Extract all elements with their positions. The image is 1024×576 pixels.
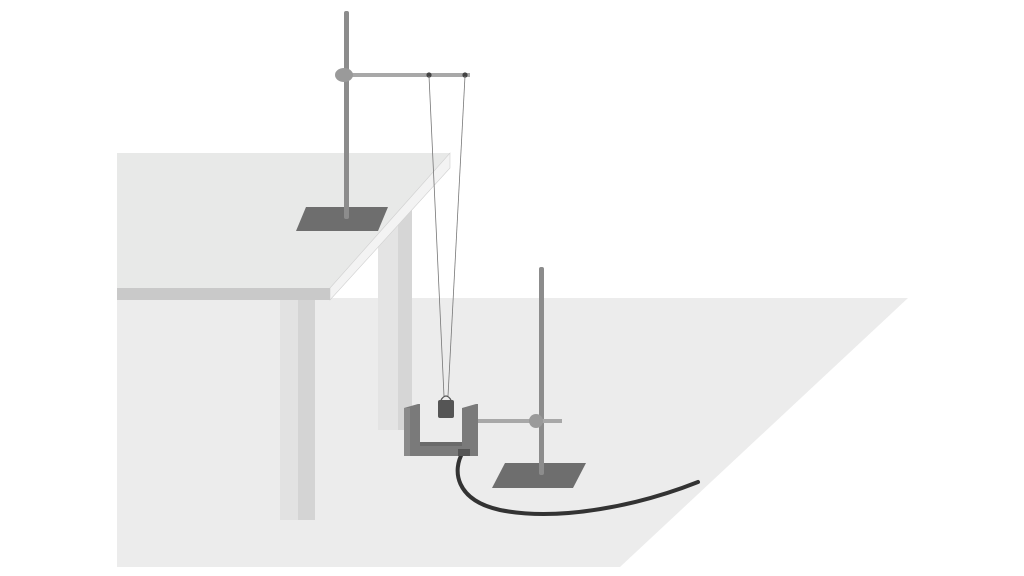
stand-base xyxy=(492,463,586,488)
clamp xyxy=(335,68,353,82)
string xyxy=(428,75,445,397)
cable xyxy=(455,450,700,516)
table xyxy=(117,152,451,301)
clamp xyxy=(529,414,543,428)
table-front-edge xyxy=(117,288,330,300)
stand-base xyxy=(296,207,388,231)
table-front-leg xyxy=(280,300,315,520)
stand-on-table xyxy=(296,11,470,231)
stand-arm xyxy=(478,419,562,423)
u-magnet xyxy=(404,404,478,456)
floor-stand xyxy=(478,267,586,488)
stand-rod xyxy=(539,267,544,475)
stand-rod xyxy=(344,11,349,219)
stand-arm xyxy=(336,73,470,77)
string xyxy=(447,75,466,397)
string-anchor xyxy=(426,72,432,78)
string-anchor xyxy=(462,72,468,78)
cable-connector xyxy=(458,449,470,456)
table-back-leg xyxy=(378,195,412,430)
hanging-weight xyxy=(438,395,454,418)
table-top-surface xyxy=(117,153,450,288)
floor xyxy=(117,298,908,567)
